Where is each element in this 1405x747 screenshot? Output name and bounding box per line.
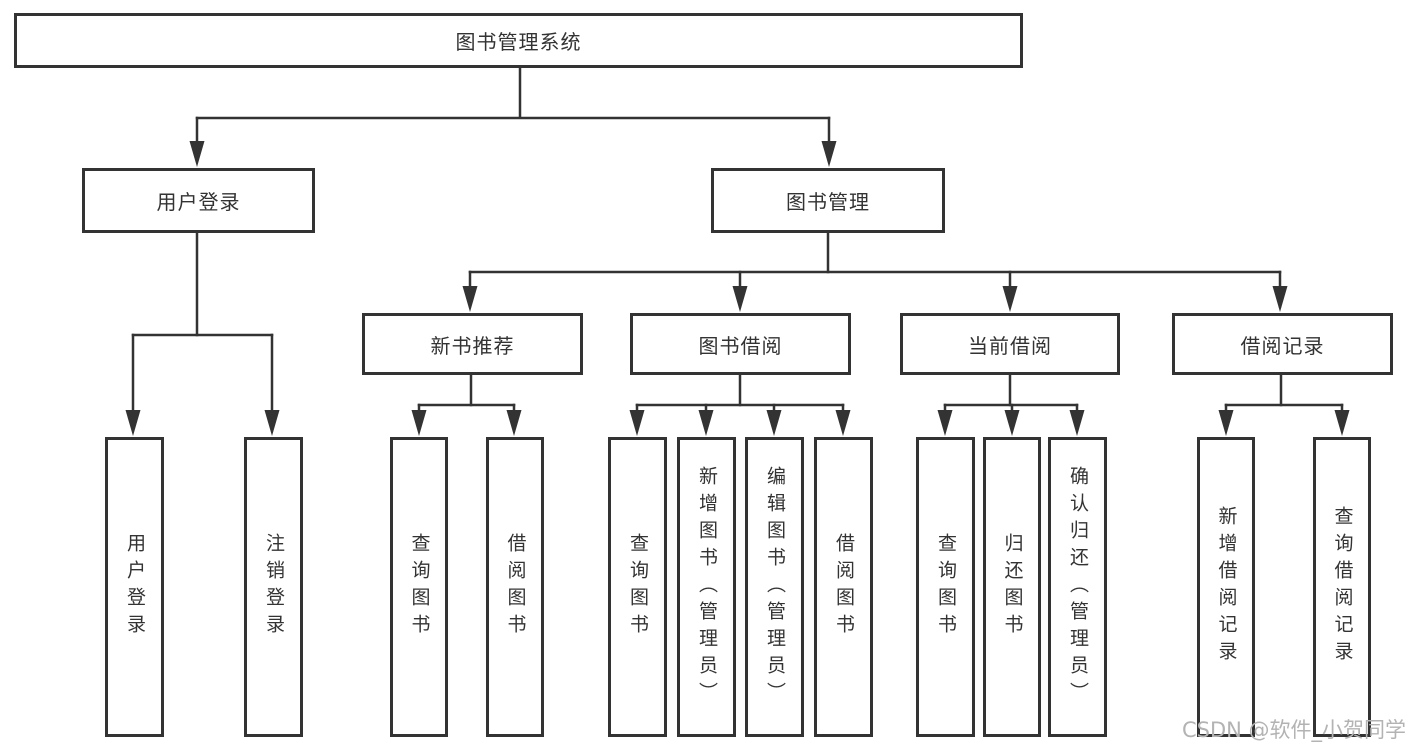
leaf-label: 新增图书（管理员） [696,465,718,709]
node-current-borrow: 当前借阅 [900,313,1120,375]
leaf-label: 借阅图书 [504,533,527,641]
node-label: 借阅记录 [1240,333,1325,358]
leaf-user-login: 用户登录 [105,437,164,737]
node-borrow-records: 借阅记录 [1172,313,1393,375]
node-book-management: 图书管理 [711,168,945,233]
leaf-borrow-books-recommend: 借阅图书 [486,437,544,737]
leaf-add-borrow-record: 新增借阅记录 [1197,437,1255,737]
leaf-label: 查询借阅记录 [1331,506,1354,668]
node-label: 用户登录 [156,190,241,214]
leaf-logout: 注销登录 [244,437,303,737]
node-library-management-system: 图书管理系统 [14,13,1023,68]
node-new-book-recommend: 新书推荐 [362,313,583,375]
node-label: 图书管理系统 [455,30,582,54]
leaf-label: 新增借阅记录 [1215,506,1238,668]
leaf-label: 归还图书 [1001,533,1024,641]
leaf-label: 确认归还（管理员） [1067,465,1089,709]
node-book-borrow: 图书借阅 [630,313,851,375]
node-label: 新书推荐 [430,333,515,358]
csdn-watermark: CSDN @软件_小贺同学 [1182,718,1405,742]
node-user-login: 用户登录 [82,168,315,233]
leaf-return-book: 归还图书 [983,437,1041,737]
leaf-label: 借阅图书 [833,533,855,641]
leaf-query-books-recommend: 查询图书 [390,437,448,737]
leaf-label: 查询图书 [408,533,431,641]
leaf-label: 查询图书 [935,533,957,641]
leaf-label: 编辑图书（管理员） [764,465,786,709]
node-label: 图书管理 [786,190,870,214]
leaf-borrow-books-borrow: 借阅图书 [814,437,873,737]
leaf-add-book-admin: 新增图书（管理员） [677,437,736,737]
leaf-label: 注销登录 [263,533,285,641]
leaf-query-borrow-record: 查询借阅记录 [1313,437,1371,737]
leaf-label: 查询图书 [627,533,649,641]
node-label: 图书借阅 [698,333,783,358]
leaf-query-books-current: 查询图书 [916,437,975,737]
leaf-label: 用户登录 [124,533,146,641]
leaf-query-books-borrow: 查询图书 [608,437,667,737]
leaf-edit-book-admin: 编辑图书（管理员） [745,437,804,737]
node-label: 当前借阅 [968,333,1052,358]
leaf-confirm-return-admin: 确认归还（管理员） [1048,437,1107,737]
